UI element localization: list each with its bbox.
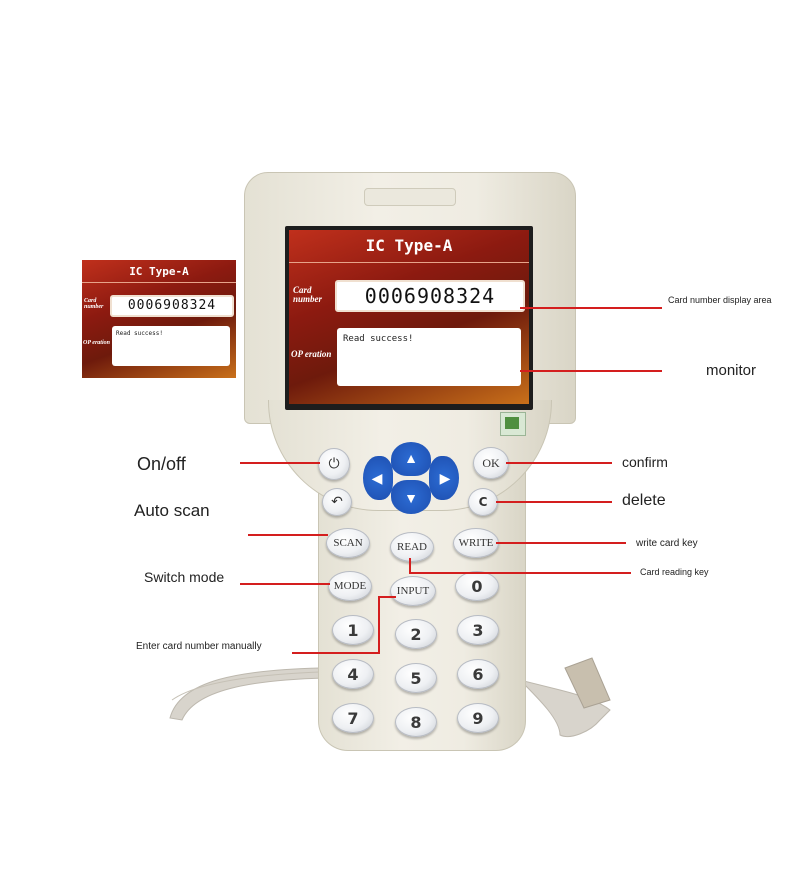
input-pointer-horizontal bbox=[292, 652, 380, 654]
operation-label: OP eration bbox=[291, 349, 332, 359]
key-8[interactable]: 8 bbox=[395, 707, 437, 737]
up-arrow-button[interactable] bbox=[391, 442, 431, 476]
key-6[interactable]: 6 bbox=[457, 659, 499, 689]
right-arrow-button[interactable] bbox=[429, 456, 459, 500]
screen-title: IC Type-A bbox=[365, 236, 453, 255]
key-5[interactable]: 5 bbox=[395, 663, 437, 693]
closeup-title-underline bbox=[82, 282, 236, 283]
confirm-annotation: confirm bbox=[622, 454, 668, 470]
confirm-pointer bbox=[506, 462, 612, 464]
auto-scan-pointer bbox=[248, 534, 328, 536]
left-arrow-icon: ◀ bbox=[371, 469, 383, 486]
write-pointer bbox=[496, 542, 626, 544]
monitor-pointer bbox=[520, 370, 662, 372]
read-button[interactable]: READ bbox=[390, 532, 434, 562]
write-button[interactable]: WRITE bbox=[453, 528, 499, 558]
key-0[interactable]: 0 bbox=[455, 571, 499, 601]
device-top-ridge bbox=[364, 188, 456, 206]
closeup-card-label: Card number bbox=[84, 298, 104, 310]
mode-pointer bbox=[240, 583, 330, 585]
device-screen: IC Type-A Card number 0006908324 OP erat… bbox=[289, 230, 529, 404]
read-pointer-horizontal bbox=[409, 572, 631, 574]
auto-scan-annotation: Auto scan bbox=[134, 501, 210, 520]
delete-pointer bbox=[496, 501, 612, 503]
input-pointer-corner bbox=[378, 596, 396, 598]
dpad: ▲ ▼ ◀ ▶ bbox=[363, 442, 459, 514]
device-logo-icon bbox=[500, 412, 526, 436]
delete-annotation: delete bbox=[622, 492, 666, 509]
up-arrow-icon: ▲ bbox=[404, 450, 418, 466]
power-button[interactable]: ⏻ bbox=[318, 448, 350, 480]
c-delete-button[interactable]: C bbox=[468, 488, 498, 516]
down-arrow-button[interactable] bbox=[391, 480, 431, 514]
down-arrow-icon: ▼ bbox=[404, 490, 418, 506]
scan-button[interactable]: SCAN bbox=[326, 528, 370, 558]
closeup-card-number: 0006908324 bbox=[110, 295, 234, 317]
enter-manual-annotation: Enter card number manually bbox=[136, 641, 262, 652]
closeup-op-text: Read success! bbox=[116, 330, 163, 337]
closeup-op-display: Read success! bbox=[112, 326, 230, 366]
card-number-label: Card number bbox=[293, 285, 323, 304]
key-1[interactable]: 1 bbox=[332, 615, 374, 645]
card-display-annotation: Card number display area bbox=[668, 295, 772, 305]
monitor-annotation: monitor bbox=[706, 362, 757, 379]
input-pointer-vertical bbox=[378, 596, 380, 654]
key-3[interactable]: 3 bbox=[457, 615, 499, 645]
operation-text: Read success! bbox=[343, 334, 414, 344]
onoff-pointer bbox=[240, 462, 320, 464]
screen-closeup: IC Type-A Card number 0006908324 OP erat… bbox=[82, 260, 236, 378]
read-key-annotation: Card reading key bbox=[640, 567, 709, 577]
card-display-pointer bbox=[520, 307, 662, 309]
mode-button[interactable]: MODE bbox=[328, 571, 372, 601]
key-7[interactable]: 7 bbox=[332, 703, 374, 733]
switch-mode-annotation: Switch mode bbox=[144, 569, 225, 585]
lanyard-strap bbox=[169, 657, 611, 737]
key-9[interactable]: 9 bbox=[457, 703, 499, 733]
key-2[interactable]: 2 bbox=[395, 619, 437, 649]
card-number-display: 0006908324 bbox=[335, 280, 525, 312]
onoff-annotation: On/off bbox=[137, 454, 186, 474]
closeup-title: IC Type-A bbox=[129, 265, 189, 278]
input-button[interactable]: INPUT bbox=[390, 576, 436, 606]
title-underline bbox=[289, 262, 529, 263]
right-arrow-icon: ▶ bbox=[439, 469, 451, 486]
back-button[interactable]: ↶ bbox=[322, 488, 352, 516]
write-key-annotation: write card key bbox=[636, 538, 698, 549]
ok-button[interactable]: OK bbox=[473, 447, 509, 479]
left-arrow-button[interactable] bbox=[363, 456, 393, 500]
closeup-op-label: OP eration bbox=[83, 340, 110, 346]
operation-display: Read success! bbox=[337, 328, 521, 386]
read-pointer-vertical bbox=[409, 558, 411, 574]
key-4[interactable]: 4 bbox=[332, 659, 374, 689]
